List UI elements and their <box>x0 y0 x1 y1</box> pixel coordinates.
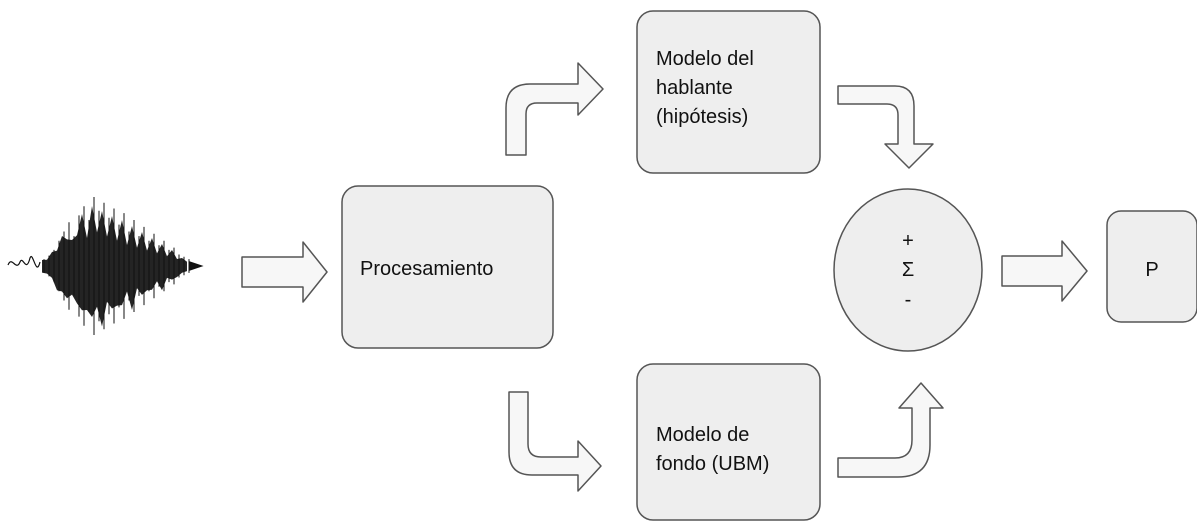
arrow-speaker-to-sum <box>837 85 934 169</box>
speaker-model-box <box>636 10 821 174</box>
background-model-box <box>636 363 821 521</box>
sum-circle <box>833 188 983 352</box>
speaker-model-label: Modelo del hablante (hipótesis) <box>656 45 754 132</box>
arrow-to-processing <box>241 241 328 303</box>
sum-minus-sign: - <box>904 289 912 311</box>
processing-label: Procesamiento <box>360 258 494 280</box>
processing-box <box>341 185 554 349</box>
sum-plus-sign: + <box>902 230 914 252</box>
speaker-model-line-2: hablante <box>656 77 733 99</box>
background-model-line-1: Modelo de <box>656 424 750 446</box>
waveform-icon <box>7 197 204 335</box>
sum-sigma-symbol: Σ <box>901 259 915 281</box>
background-model-line-2: fondo (UBM) <box>656 453 770 475</box>
output-box <box>1106 210 1197 323</box>
arrow-to-output <box>1001 240 1088 302</box>
speaker-model-line-1: Modelo del <box>656 48 754 70</box>
background-model-label: Modelo de fondo (UBM) <box>656 421 769 479</box>
output-label: P <box>1145 259 1159 281</box>
arrow-to-speaker-model <box>505 62 604 156</box>
arrow-to-background-model <box>508 391 602 492</box>
speaker-model-line-3: (hipótesis) <box>656 106 749 128</box>
arrow-background-to-sum <box>837 382 944 478</box>
